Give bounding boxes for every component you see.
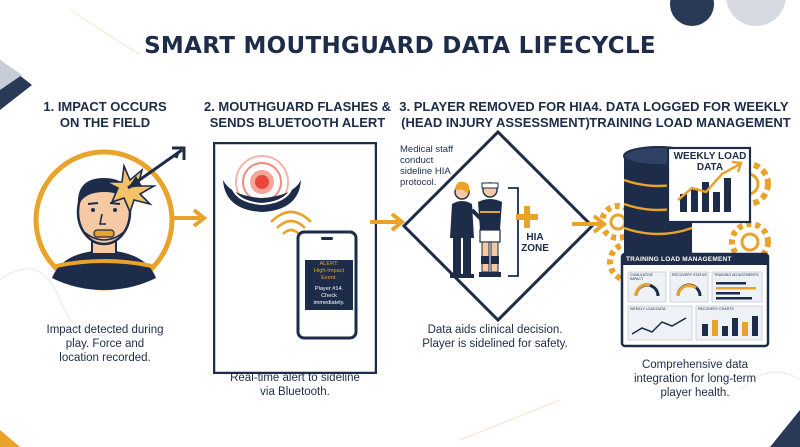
- phone-alert-message: ALERT: High-Impact Event. Player #14. Ch…: [306, 261, 352, 307]
- dashboard-panel-1: CUMULATIVE IMPACT: [630, 273, 653, 281]
- alert-line2: High-Impact Event.: [313, 268, 345, 281]
- step-3-heading: 3. PLAYER REMOVED FOR HIA (HEAD INJURY A…: [393, 99, 598, 131]
- mouthguard-phone-icon: [213, 142, 377, 374]
- dashboard-title: TRAINING LOAD MANAGEMENT: [626, 256, 732, 263]
- database-dashboard-icon: [600, 146, 771, 348]
- page-title: SMART MOUTHGUARD DATA LIFECYCLE: [144, 33, 656, 59]
- alert-line4: Check immediately.: [313, 293, 345, 306]
- dashboard-panel-4: WEEKLY LOAD DATA: [630, 307, 666, 311]
- step-1-caption-line1: Impact detected during: [46, 324, 164, 336]
- right-wave-deco: [739, 371, 800, 391]
- step-2-heading-line2: SENDS BLUETOOTH ALERT: [209, 115, 386, 130]
- step-2-caption-line2: via Bluetooth.: [260, 386, 330, 398]
- step-4-caption-line1: Comprehensive data: [641, 359, 749, 371]
- step-3-caption: Data aids clinical decision. Player is s…: [400, 323, 590, 351]
- step-2-heading: 2. MOUTHGUARD FLASHES & SENDS BLUETOOTH …: [195, 99, 400, 131]
- step-4-caption-line2: integration for long-term: [633, 373, 757, 385]
- dashboard-panel-2: RECOVERY STATUS: [672, 273, 707, 277]
- note-line4: protocol.: [400, 177, 437, 188]
- step-2-caption-line1: Real-time alert to sideline: [230, 372, 360, 384]
- flow-arrow-2: [370, 212, 406, 232]
- step-4-caption-line3: player health.: [660, 387, 730, 399]
- medical-staff-icon: [401, 129, 595, 323]
- step-1-caption: Impact detected during play. Force and l…: [35, 323, 175, 365]
- step-3-heading-line1: 3. PLAYER REMOVED FOR HIA: [399, 99, 592, 114]
- step-4-heading: 4. DATA LOGGED FOR WEEKLY TRAINING LOAD …: [585, 99, 795, 131]
- top-right-circle-deco: [670, 0, 714, 26]
- medical-staff-note: Medical staff conduct sideline HIA proto…: [400, 144, 470, 188]
- flow-arrow-1: [172, 208, 208, 228]
- zone-line1: HIA: [526, 232, 544, 243]
- note-line3: sideline HIA: [400, 166, 451, 177]
- step-2-heading-line1: 2. MOUTHGUARD FLASHES &: [203, 99, 392, 114]
- top-left-triangle-light-deco: [0, 60, 22, 90]
- step-3-heading-line2: (HEAD INJURY ASSESSMENT): [401, 115, 590, 130]
- note-line1: Medical staff: [400, 144, 454, 155]
- top-right-circle-small-deco: [726, 0, 786, 26]
- step-1-heading-line2: ON THE FIELD: [59, 115, 151, 130]
- step-3-caption-line2: Player is sidelined for safety.: [422, 338, 568, 350]
- weekly-load-label: WEEKLY LOAD DATA: [670, 151, 750, 173]
- step-1-heading-line1: 1. IMPACT OCCURS: [43, 99, 167, 114]
- hia-zone-label: HIA ZONE: [520, 232, 550, 254]
- note-line2: conduct: [400, 155, 434, 166]
- step-1-caption-line2: play. Force and: [65, 338, 145, 350]
- step-1-caption-line3: location recorded.: [59, 352, 151, 364]
- step-1-heading: 1. IMPACT OCCURS ON THE FIELD: [20, 99, 190, 131]
- dashboard-panel-5: RECOVERY CHARTS: [698, 307, 734, 311]
- step-3-caption-line1: Data aids clinical decision.: [427, 324, 563, 336]
- bottom-right-triangle-deco: [770, 410, 800, 447]
- step-4-caption: Comprehensive data integration for long-…: [600, 358, 790, 400]
- dashboard-panel-3: TRAINING ADJUSTMENTS: [714, 273, 759, 277]
- step-4-heading-line2: TRAINING LOAD MANAGEMENT: [589, 115, 791, 130]
- zone-line2: ZONE: [521, 243, 549, 254]
- bottom-line-deco: [459, 399, 561, 441]
- alert-line3: Player #14.: [314, 286, 344, 292]
- bottom-left-triangle-deco: [0, 430, 20, 447]
- weekly-line1: WEEKLY LOAD: [673, 151, 747, 162]
- alert-line1: ALERT:: [319, 261, 339, 267]
- step-4-heading-line1: 4. DATA LOGGED FOR WEEKLY: [591, 99, 789, 114]
- weekly-line2: DATA: [696, 162, 724, 173]
- left-wave-deco: [0, 268, 121, 337]
- step-2-caption: Real-time alert to sideline via Bluetoot…: [210, 371, 380, 399]
- top-line-deco: [69, 9, 141, 56]
